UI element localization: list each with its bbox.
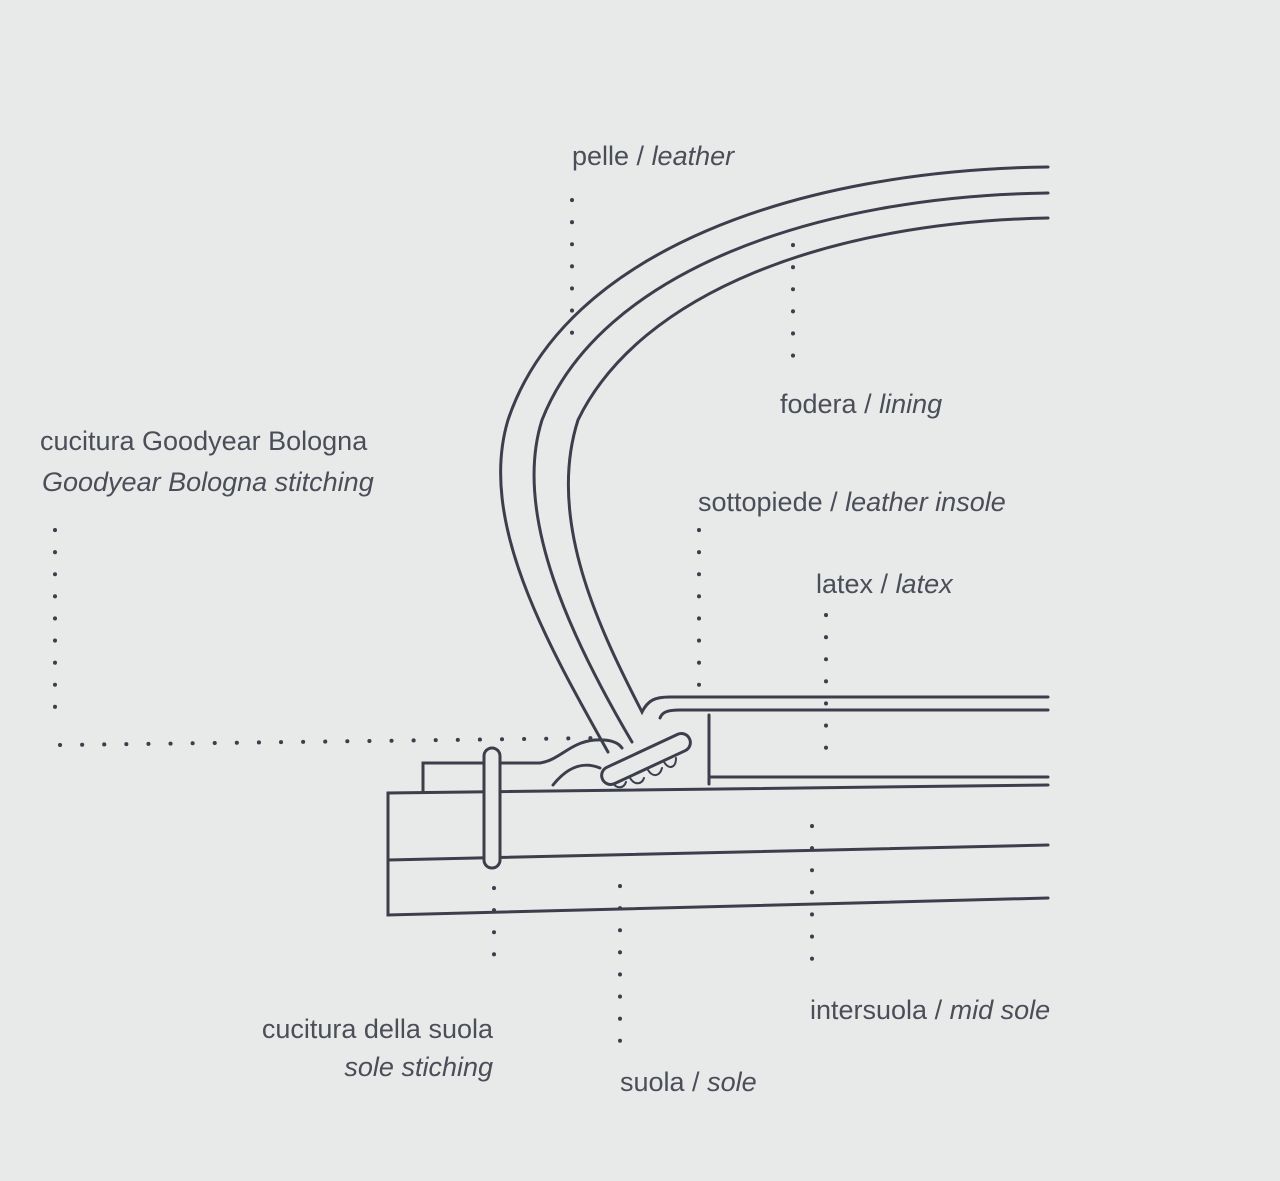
- label-en: lining: [879, 389, 943, 419]
- label-sole-stitching-it: cucitura della suola: [261, 1014, 493, 1044]
- label-sole: suola / sole: [620, 1069, 757, 1096]
- label-sep: /: [684, 1067, 708, 1097]
- goodyear-stitch: [600, 732, 692, 786]
- label-it: pelle: [572, 141, 630, 171]
- label-en: sole: [707, 1067, 757, 1097]
- leader-goodyear: [53, 528, 602, 747]
- insole-line: [658, 708, 1050, 720]
- label-sep: /: [629, 141, 652, 171]
- leader-lines: [53, 198, 828, 1048]
- label-it: suola: [620, 1067, 685, 1097]
- label-goodyear-it: cucitura Goodyear Bologna: [40, 426, 368, 456]
- sole-stitch: [482, 746, 502, 870]
- label-goodyear-en: Goodyear Bologna stitching: [42, 467, 374, 497]
- midsole-outline: [386, 783, 1050, 917]
- label-en: mid sole: [949, 995, 1051, 1025]
- welt: [421, 738, 624, 794]
- label-latex: latex / latex: [816, 571, 953, 598]
- label-en: leather insole: [845, 487, 1006, 517]
- lining-line: [566, 216, 1050, 716]
- label-lining: fodera / lining: [780, 391, 942, 418]
- label-en: leather: [651, 141, 735, 171]
- label-sole-stitching-en: sole stiching: [344, 1052, 493, 1082]
- label-en: latex: [895, 569, 953, 599]
- label-leather: pelle / leather: [572, 143, 734, 170]
- label-midsole: intersuola / mid sole: [810, 997, 1050, 1024]
- leather-outer-line: [499, 165, 1050, 754]
- label-sep: /: [927, 995, 950, 1025]
- label-it: intersuola: [810, 995, 928, 1025]
- label-it: sottopiede: [698, 487, 823, 517]
- label-it: fodera: [780, 389, 857, 419]
- label-sep: /: [873, 569, 896, 599]
- label-sep: /: [856, 389, 880, 419]
- label-it: latex: [816, 569, 874, 599]
- label-insole: sottopiede / leather insole: [698, 489, 1006, 516]
- stitch-loops: [611, 757, 677, 789]
- leather-inner-line: [532, 191, 1050, 744]
- label-sep: /: [822, 487, 846, 517]
